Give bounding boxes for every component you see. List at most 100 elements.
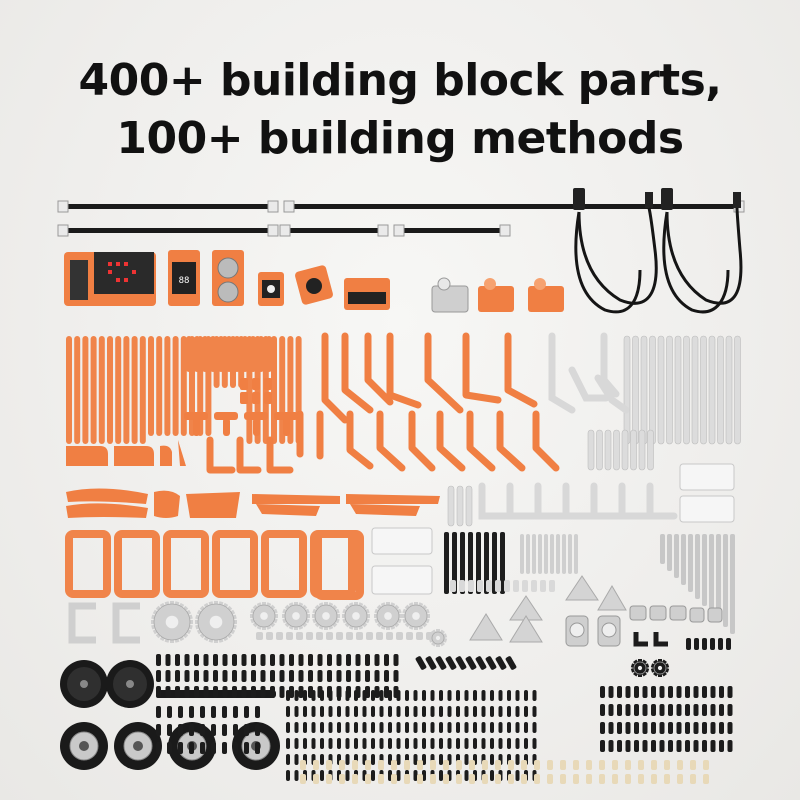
- black-pin-right: [600, 740, 605, 752]
- black-pin-left: [156, 706, 161, 718]
- black-pin-right: [685, 722, 690, 734]
- black-pin-small: [439, 738, 443, 749]
- black-pin: [251, 686, 256, 698]
- black-pin: [165, 670, 171, 682]
- gray-spacer: [306, 632, 313, 640]
- beige-pin: [378, 760, 384, 770]
- beige-pin: [456, 774, 462, 784]
- headline-line-1: 400+ building block parts,: [78, 55, 722, 106]
- black-pin-small: [303, 690, 307, 701]
- beige-pin: [638, 760, 644, 770]
- black-pin: [317, 670, 323, 682]
- orange-beam: [123, 336, 130, 444]
- black-pin-left: [211, 724, 216, 736]
- gray-beam: [649, 335, 656, 445]
- black-pin-small: [473, 738, 477, 749]
- black-l-connectors: [633, 632, 668, 647]
- gray-bush: [495, 580, 501, 592]
- black-pin-small: [286, 754, 290, 765]
- gray-beam-short: [638, 429, 646, 471]
- black-pin-small: [532, 722, 537, 733]
- black-angled-pin: [425, 656, 437, 670]
- black-pin: [222, 670, 228, 682]
- gray-bush: [468, 580, 474, 592]
- black-pin-left: [222, 706, 227, 718]
- black-pin-right: [685, 740, 690, 752]
- orange-beam: [139, 336, 146, 444]
- beige-pin: [482, 760, 488, 770]
- beige-pin: [638, 774, 644, 784]
- black-pin-right: [719, 686, 724, 698]
- black-pin: [365, 654, 370, 666]
- beige-pin: [391, 760, 397, 770]
- orange-pin-red: [178, 440, 186, 466]
- black-pin-small: [507, 722, 511, 733]
- button-module: [258, 272, 284, 306]
- black-pin-left: [255, 724, 260, 736]
- black-pin: [393, 670, 399, 682]
- black-pin-right: [659, 686, 665, 698]
- cable-5: [393, 224, 511, 237]
- beige-pin: [404, 760, 410, 770]
- beige-pin: [352, 760, 358, 770]
- black-pin-small: [456, 690, 460, 701]
- gray-beam: [700, 335, 707, 445]
- black-pin-small: [337, 722, 341, 733]
- gray-axle: [574, 534, 578, 574]
- black-pin: [374, 654, 380, 666]
- orange-beam: [172, 336, 179, 436]
- black-pin: [374, 670, 380, 682]
- black-pins: [156, 638, 733, 781]
- black-pin-right: [668, 686, 673, 698]
- black-pin-small: [388, 738, 392, 749]
- black-pin-right: [642, 686, 648, 698]
- black-pin-right: [651, 740, 656, 752]
- beige-pin: [469, 774, 475, 784]
- black-pin: [194, 670, 199, 682]
- black-pin-small: [405, 706, 409, 717]
- beige-pin: [313, 760, 319, 770]
- black-pin-small: [413, 722, 418, 733]
- beige-pin: [534, 760, 540, 770]
- black-pin-small: [473, 722, 477, 733]
- black-pin-small: [524, 690, 528, 701]
- black-pin-small: [311, 706, 316, 717]
- black-pin-right: [659, 704, 665, 716]
- black-pin-small: [524, 722, 528, 733]
- black-pin-left: [244, 724, 249, 736]
- beige-pin: [586, 760, 592, 770]
- gray-axle-long: [660, 534, 665, 564]
- black-angled-pin: [415, 656, 427, 670]
- black-pin-top: [710, 638, 715, 650]
- black-pin: [203, 654, 209, 666]
- black-pin: [317, 654, 323, 666]
- beige-pin: [443, 774, 449, 784]
- black-pin-right: [727, 740, 733, 752]
- gray-spacer: [356, 632, 363, 640]
- black-pin-right: [710, 722, 716, 734]
- black-pin-small: [311, 722, 316, 733]
- black-pin-small: [498, 706, 503, 717]
- black-pin-top: [694, 638, 699, 650]
- beige-pin: [430, 760, 436, 770]
- orange-beam-short: [210, 336, 216, 372]
- black-pin: [298, 670, 304, 682]
- black-pin-right: [702, 722, 707, 734]
- black-pin-right: [693, 686, 699, 698]
- black-pin-right: [710, 686, 716, 698]
- orange-beam: [180, 336, 187, 436]
- gray-spacer: [376, 632, 383, 640]
- black-pin-small: [524, 706, 528, 717]
- black-pin-small: [498, 738, 503, 749]
- beige-pin: [508, 774, 514, 784]
- orange-beam-short: [202, 336, 208, 372]
- usb-plug-1: [573, 188, 585, 210]
- black-pin-right: [651, 686, 656, 698]
- gray-beam-short: [447, 485, 455, 527]
- black-pin-left: [233, 724, 238, 736]
- black-pin: [279, 654, 285, 666]
- gray-spacer: [256, 632, 263, 640]
- beige-pin: [560, 760, 566, 770]
- black-pin-small: [371, 738, 375, 749]
